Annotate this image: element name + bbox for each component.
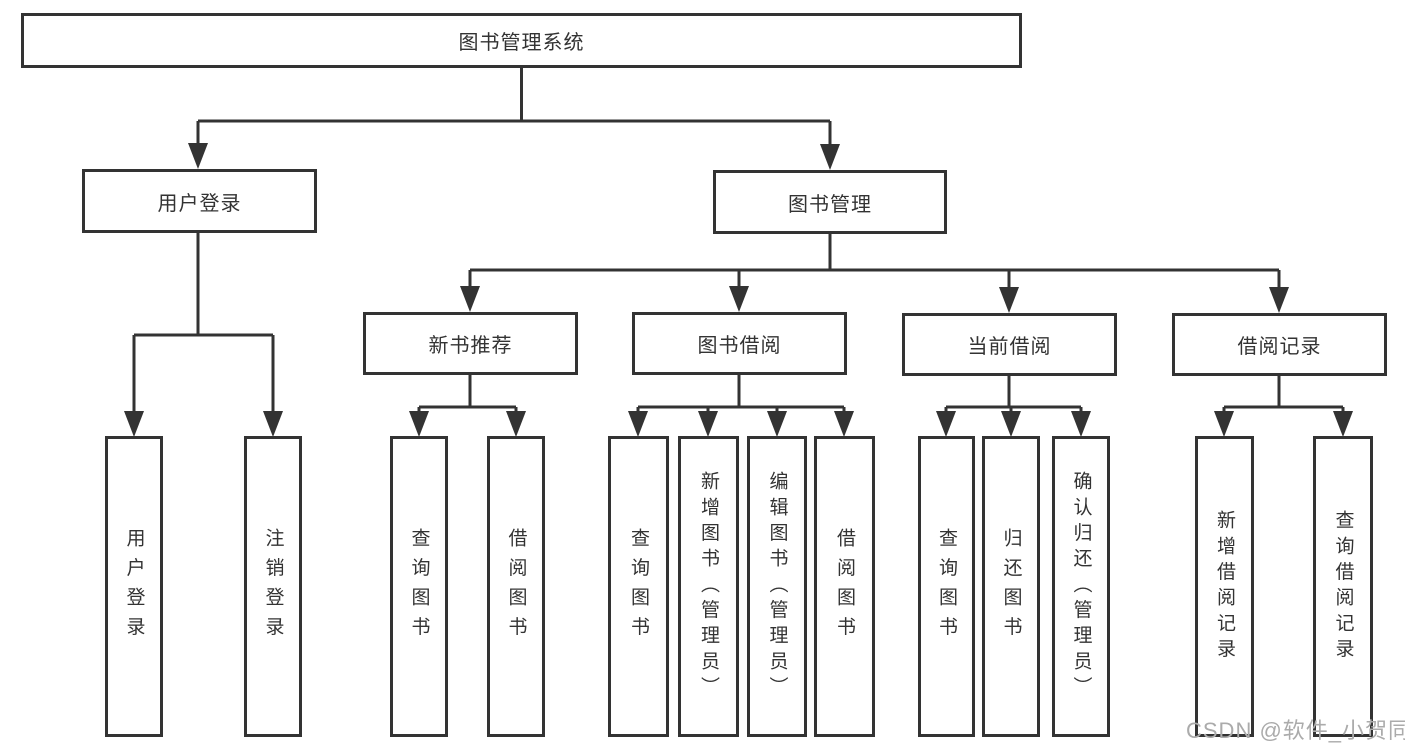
arrowhead-icon <box>999 287 1019 313</box>
node-library-system: 图书管理系统 <box>21 13 1022 68</box>
leaf-logout: 注销登录 <box>244 436 302 737</box>
arrowhead-icon <box>729 286 749 312</box>
arrowhead-icon <box>698 411 718 437</box>
node-borrow-record: 借阅记录 <box>1172 313 1387 376</box>
arrowhead-icon <box>820 144 840 170</box>
arrowhead-icon <box>628 411 648 437</box>
arrowhead-icon <box>1333 411 1353 437</box>
leaf-cb-confirm-return-admin: 确认归还（管理员） <box>1052 436 1110 737</box>
arrowhead-icon <box>409 411 429 437</box>
leaf-cb-query-books: 查询图书 <box>918 436 975 737</box>
leaf-bb-borrow-books: 借阅图书 <box>814 436 875 737</box>
leaf-bb-add-books-admin: 新增图书（管理员） <box>678 436 739 737</box>
arrowhead-icon <box>1001 411 1021 437</box>
leaf-user-login: 用户登录 <box>105 436 163 737</box>
arrowhead-icon <box>1269 287 1289 313</box>
leaf-bb-query-books: 查询图书 <box>608 436 669 737</box>
arrowhead-icon <box>188 143 208 169</box>
connector-lines <box>132 68 1345 412</box>
leaf-br-add-record: 新增借阅记录 <box>1195 436 1254 737</box>
arrowhead-icon <box>263 411 283 437</box>
arrowhead-icon <box>506 411 526 437</box>
node-book-borrow: 图书借阅 <box>632 312 847 375</box>
arrowhead-icon <box>834 411 854 437</box>
node-current-borrow: 当前借阅 <box>902 313 1117 376</box>
csdn-watermark: CSDN @软件_小贺同学 <box>1186 718 1405 743</box>
leaf-rec-borrow-books: 借阅图书 <box>487 436 545 737</box>
leaf-cb-return-books: 归还图书 <box>982 436 1040 737</box>
arrowhead-icon <box>124 411 144 437</box>
arrowhead-icon <box>936 411 956 437</box>
leaf-br-query-record: 查询借阅记录 <box>1313 436 1373 737</box>
node-user-login: 用户登录 <box>82 169 317 233</box>
node-new-book-recommend: 新书推荐 <box>363 312 578 375</box>
arrowhead-icon <box>1214 411 1234 437</box>
arrowhead-icon <box>460 286 480 312</box>
arrowhead-icon <box>767 411 787 437</box>
node-book-management: 图书管理 <box>713 170 947 234</box>
arrowhead-icon <box>1071 411 1091 437</box>
leaf-rec-query-books: 查询图书 <box>390 436 448 737</box>
leaf-bb-edit-books-admin: 编辑图书（管理员） <box>747 436 807 737</box>
